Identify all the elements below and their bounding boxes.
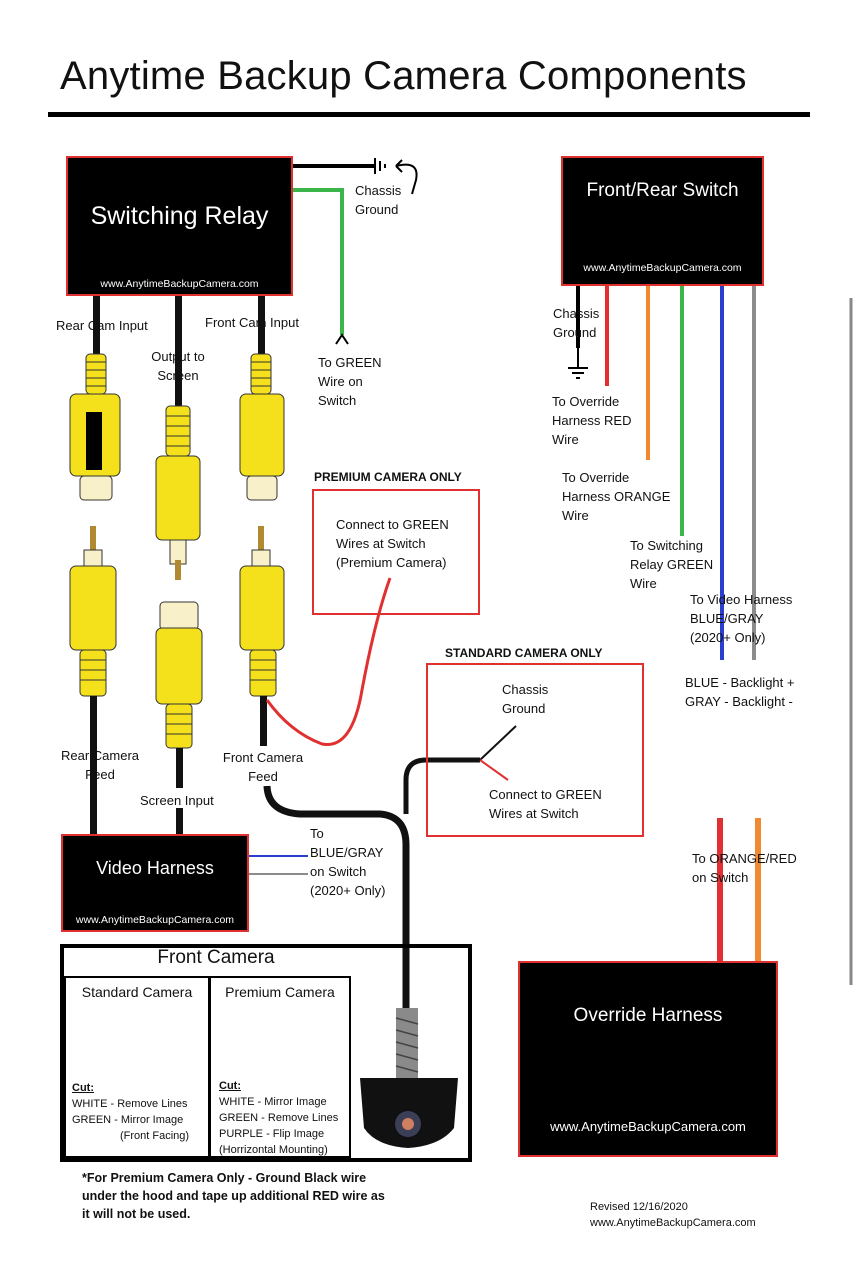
standard-camera-title: Standard Camera — [81, 984, 193, 1000]
front-cam-cable — [258, 296, 265, 356]
front-camera-title: Front Camera — [157, 947, 275, 968]
premium-only-box — [312, 489, 480, 615]
rear-cam-input-label: Rear Cam Input — [56, 318, 148, 333]
override-harness-box: Override Harness www.AnytimeBackupCamera… — [518, 961, 778, 1157]
rca-male-rear-feed — [69, 526, 117, 697]
chassis-ground-symbol-switch — [568, 348, 588, 379]
chassis-ground-symbol-relay — [374, 158, 418, 195]
front-rear-switch-url: www.AnytimeBackupCamera.com — [583, 262, 742, 274]
output-screen-cable — [175, 296, 182, 408]
override-harness-url: www.AnytimeBackupCamera.com — [550, 1119, 746, 1134]
front-camera-image — [360, 1008, 458, 1148]
rca-male-output — [155, 405, 201, 580]
front-rear-switch-title: Front/Rear Switch — [586, 180, 739, 201]
override-harness-title: Override Harness — [573, 1005, 723, 1026]
switching-relay-title: Switching Relay — [90, 202, 269, 230]
title-divider — [48, 112, 810, 117]
standard-red-wire — [479, 759, 509, 781]
standard-split-wire — [403, 757, 480, 814]
rca-female-rear-input — [69, 353, 121, 501]
premium-red-wire — [265, 577, 392, 747]
premium-camera-title: Premium Camera — [225, 984, 335, 1000]
screen-input-label: Screen Input — [140, 793, 214, 808]
premium-camera-panel: Premium Camera Cut: WHITE - Mirror Image… — [209, 976, 351, 1158]
video-harness-title: Video Harness — [96, 858, 214, 878]
standard-ground-wire — [479, 725, 517, 761]
premium-only-header: PREMIUM CAMERA ONLY — [314, 470, 462, 484]
front-feed-cable — [260, 696, 267, 746]
video-harness-box: Video Harness www.AnytimeBackupCamera.co… — [61, 834, 249, 932]
video-harness-url: www.AnytimeBackupCamera.com — [75, 914, 235, 926]
standard-only-header: STANDARD CAMERA ONLY — [445, 646, 603, 660]
front-camera-cable — [263, 785, 410, 1010]
arrow-up-icon — [335, 333, 349, 345]
standard-cut-instructions: Cut: WHITE - Remove Lines GREEN - Mirror… — [72, 1082, 190, 1142]
screen-input-cable — [176, 748, 183, 788]
backlight-legend: BLUE - Backlight +GRAY - Backlight - — [685, 675, 795, 709]
front-camera-frame — [60, 944, 472, 1162]
rca-female-front-input — [239, 353, 285, 501]
front-cam-input-label: Front Cam Input — [205, 315, 299, 330]
relay-green-wire — [292, 188, 344, 335]
rear-feed-cable — [90, 696, 97, 834]
screen-input-cable-2 — [176, 808, 183, 834]
rca-male-front-feed — [239, 526, 285, 697]
premium-footnote: *For Premium Camera Only - Ground Black … — [82, 1171, 385, 1221]
front-rear-switch-box: Front/Rear Switch www.AnytimeBackupCamer… — [561, 156, 764, 286]
standard-only-box — [426, 663, 644, 837]
premium-cut-instructions: Cut: WHITE - Mirror Image GREEN - Remove… — [219, 1080, 339, 1156]
switching-relay-url: www.AnytimeBackupCamera.com — [100, 278, 259, 290]
page-title: Anytime Backup Camera Components — [60, 54, 747, 98]
standard-camera-panel: Standard Camera Cut: WHITE - Remove Line… — [64, 976, 210, 1158]
rear-cam-cable — [93, 296, 100, 356]
rca-female-screen-input — [155, 601, 203, 749]
switching-relay-box: Switching Relay www.AnytimeBackupCamera.… — [66, 156, 293, 296]
